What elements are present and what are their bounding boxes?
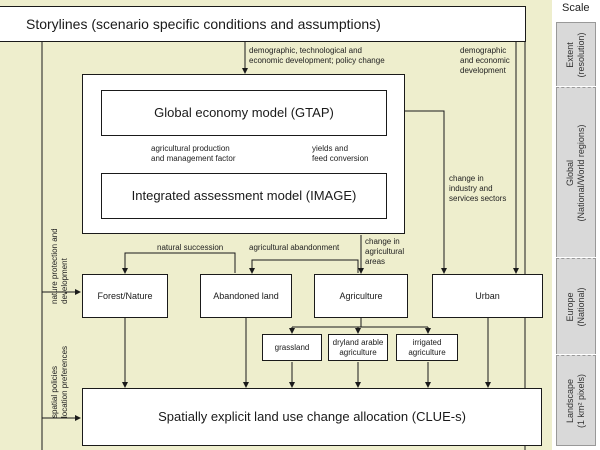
abandoned-land-label: Abandoned land (213, 290, 279, 301)
demographic-economic-line1: demographic (460, 46, 507, 55)
gtap-box: Global economy model (GTAP) (101, 90, 387, 136)
scale-europe-line1: Europe (565, 291, 575, 322)
grassland-label: grassland (274, 342, 310, 352)
scale-global: Global (National/World regions) (556, 87, 596, 257)
change-agricultural-areas-line2: agricultural (365, 247, 405, 256)
scale-europe-line2: (National) (576, 286, 586, 327)
change-agricultural-areas-line1: change in (365, 237, 400, 246)
scale-extent: Extent (resolution) (556, 22, 596, 86)
irrigated-agriculture-box: irrigated agriculture (396, 334, 458, 361)
nature-protection-line2: development (60, 258, 69, 304)
dryland-arable-box: dryland arable agriculture (328, 334, 388, 361)
change-agricultural-areas-label: change in agricultural areas (365, 237, 404, 267)
scale-landscape: Landscape (1 km² pixels) (556, 355, 596, 446)
scale-title: Scale (562, 2, 590, 14)
abandoned-land-box: Abandoned land (200, 274, 292, 318)
scale-global-text: Global (National/World regions) (565, 124, 587, 221)
yields-feed-line2: feed conversion (312, 154, 369, 163)
scale-column: Extent (resolution) Global (National/Wor… (556, 22, 596, 446)
scale-extent-text: Extent (resolution) (565, 32, 587, 77)
industry-services-line1: change in (449, 174, 484, 183)
irrigated-agriculture-label-line1: irrigated (412, 337, 442, 347)
agricultural-abandonment-label: agricultural abandonment (249, 243, 340, 252)
scale-landscape-line1: Landscape (565, 378, 575, 423)
spatial-policies-line2: location preferences (60, 345, 69, 418)
scale-landscape-text: Landscape (1 km² pixels) (565, 373, 587, 427)
scale-europe: Europe (National) (556, 258, 596, 354)
yields-feed-label: yields and feed conversion (312, 144, 368, 164)
demographic-economic-label: demographic and economic development (460, 46, 510, 76)
scale-global-line1: Global (565, 159, 575, 186)
agricultural-production-line2: and management factor (151, 154, 236, 163)
urban-label: Urban (475, 290, 500, 301)
image-label: Integrated assessment model (IMAGE) (131, 188, 357, 204)
industry-services-line2: industry and (449, 184, 493, 193)
forest-nature-box: Forest/Nature (82, 274, 168, 318)
clue-s-label: Spatially explicit land use change alloc… (158, 409, 466, 425)
scale-global-line2: (National/World regions) (576, 124, 586, 221)
demographic-economic-line3: development (460, 66, 506, 75)
demographic-technological-label: demographic, technological and economic … (249, 46, 385, 66)
industry-services-line3: services sectors (449, 194, 507, 203)
dryland-arable-label-line2: agriculture (339, 347, 377, 357)
agricultural-production-label: agricultural production and management f… (151, 144, 236, 164)
yields-feed-line1: yields and (312, 144, 349, 153)
gtap-label: Global economy model (GTAP) (154, 105, 334, 121)
agriculture-label: Agriculture (339, 290, 383, 301)
scale-landscape-line2: (1 km² pixels) (576, 373, 586, 428)
demographic-technological-line1: demographic, technological and (249, 46, 362, 55)
irrigated-agriculture-label-line2: agriculture (408, 347, 446, 357)
scale-extent-line2: (resolution) (576, 31, 586, 78)
nature-protection-label: nature protection and development (50, 228, 70, 304)
urban-box: Urban (432, 274, 543, 318)
scale-europe-text: Europe (National) (565, 287, 587, 326)
change-agricultural-areas-line3: areas (365, 257, 386, 266)
agricultural-production-line1: agricultural production (151, 144, 230, 153)
industry-services-label: change in industry and services sectors (449, 174, 506, 204)
nature-protection-line1: nature protection and (50, 228, 59, 304)
natural-succession-label: natural succession (157, 243, 224, 252)
storylines-label: Storylines (scenario specific conditions… (26, 15, 381, 32)
demographic-economic-line2: and economic (460, 56, 510, 65)
dryland-arable-label-line1: dryland arable (332, 337, 384, 347)
forest-nature-label: Forest/Nature (97, 290, 153, 301)
image-box: Integrated assessment model (IMAGE) (101, 173, 387, 219)
scale-extent-line1: Extent (565, 41, 575, 68)
demographic-technological-line2: economic development; policy change (249, 56, 385, 65)
storylines-box: Storylines (scenario specific conditions… (0, 6, 526, 42)
grassland-box: grassland (262, 334, 322, 361)
spatial-policies-line1: spatial policies (50, 365, 59, 418)
spatial-policies-label: spatial policies location preferences (50, 346, 70, 418)
agriculture-box: Agriculture (314, 274, 408, 318)
clue-s-box: Spatially explicit land use change alloc… (82, 388, 542, 446)
